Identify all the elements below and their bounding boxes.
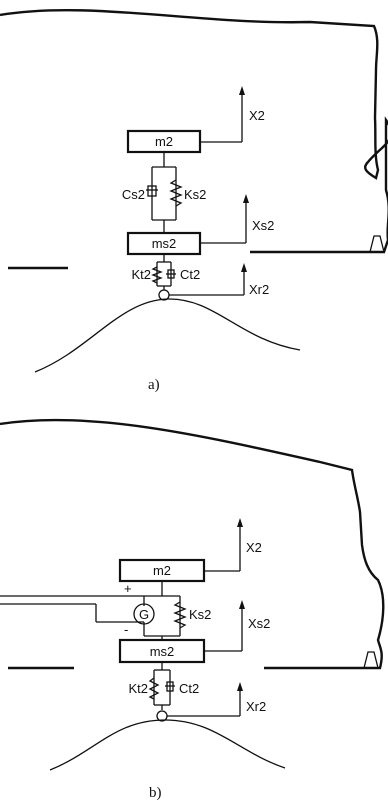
spring-kt2-a — [151, 266, 163, 284]
spring-kt2-b — [148, 677, 160, 700]
spring-kt2-label-a: Kt2 — [131, 267, 151, 282]
arrow-xr2-a — [169, 263, 247, 296]
spring-ks2-label-a: Ks2 — [184, 187, 206, 202]
bumper-b — [363, 651, 379, 669]
generator-symbol-b — [133, 603, 155, 625]
mass-ms2-label-a: ms2 — [152, 236, 177, 251]
spring-ks2-label-b: Ks2 — [189, 607, 211, 622]
terminal-minus-b: - — [124, 622, 128, 637]
caption-b: b) — [149, 785, 162, 801]
terminal-plus-b: + — [124, 581, 132, 596]
arrow-xr2-b — [167, 682, 243, 717]
damper-ct2-a — [166, 269, 176, 279]
panel-b: m2 G + - Ks2 ms2 — [0, 418, 385, 801]
mass-m2-label-b: m2 — [153, 563, 171, 578]
mass-ms2-label-b: ms2 — [150, 644, 175, 659]
arrow-x2-a — [200, 86, 245, 143]
label-xr2-a: Xr2 — [249, 282, 269, 297]
label-xs2-a: Xs2 — [252, 218, 274, 233]
arrow-xs2-b — [204, 600, 245, 652]
car-body-outline-b — [0, 418, 385, 670]
arrow-xs2-a — [200, 194, 249, 244]
damper-ct2-b — [165, 681, 175, 692]
bumper-a — [369, 235, 385, 253]
label-xr2-b: Xr2 — [246, 699, 266, 714]
generator-label-b: G — [139, 607, 149, 622]
car-body-outline-a — [0, 8, 388, 254]
spring-ks2-b — [173, 601, 187, 629]
panel-a: m2 Cs2 Ks2 ms2 Kt2 Ct2 — [0, 8, 388, 393]
damper-cs2-a — [146, 185, 158, 197]
label-x2-b: X2 — [246, 540, 262, 555]
mass-m2-label-a: m2 — [155, 134, 173, 149]
label-x2-a: X2 — [249, 108, 265, 123]
arrow-x2-b — [204, 518, 243, 572]
spring-kt2-label-b: Kt2 — [128, 681, 148, 696]
damper-cs2-label-a: Cs2 — [122, 187, 145, 202]
spring-ks2-a — [169, 179, 183, 207]
road-profile-b — [49, 719, 286, 771]
damper-ct2-label-a: Ct2 — [180, 267, 200, 282]
damper-ct2-label-b: Ct2 — [179, 681, 199, 696]
caption-a: a) — [148, 377, 160, 393]
label-xs2-b: Xs2 — [248, 616, 270, 631]
road-profile-a — [34, 298, 301, 373]
